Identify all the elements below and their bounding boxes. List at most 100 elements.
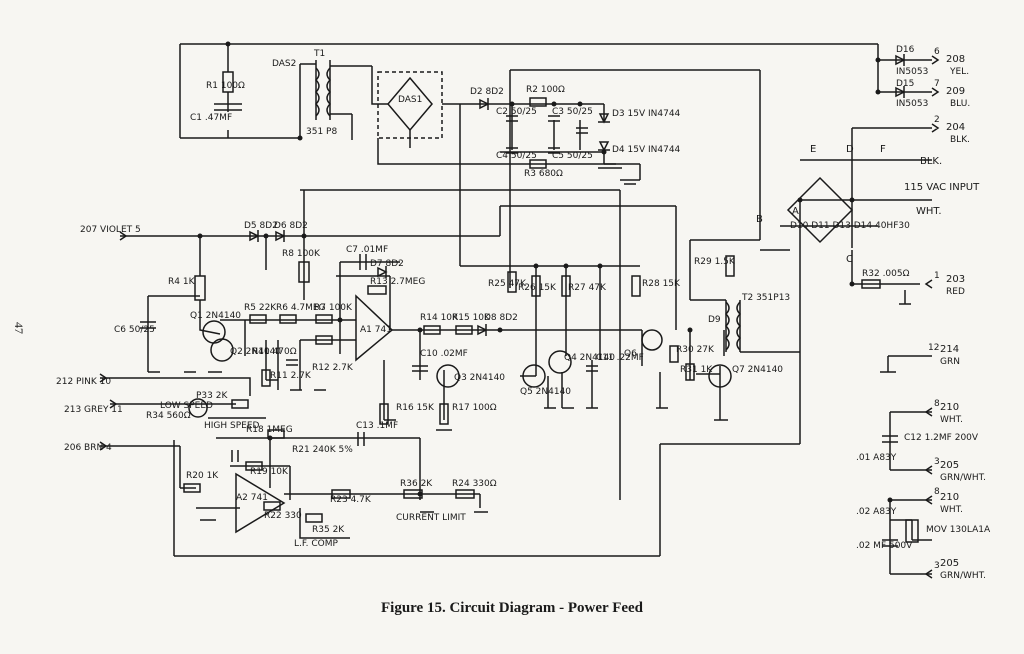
- label-r15: R15 10K: [452, 313, 491, 323]
- label-d15-part: IN5053: [896, 99, 928, 109]
- label-t205b: 205: [940, 558, 959, 569]
- label-a2: A2 741: [236, 493, 268, 503]
- terminal-pins: 6 7 2 1 12 8 3 8 3: [928, 47, 940, 571]
- label-c2: C2 50/25: [496, 107, 537, 117]
- label-c4: C4 50/25: [496, 151, 537, 161]
- label-blk: BLK.: [920, 156, 942, 167]
- label-c7: C7 .01MF: [346, 245, 388, 255]
- label-r22: R22 330: [264, 511, 302, 521]
- label-r1: R1 100Ω: [206, 81, 245, 91]
- label-q3: Q3 2N4140: [454, 373, 505, 383]
- label-q4: Q4 2N4140: [564, 353, 615, 363]
- label-t210b: 210: [940, 492, 959, 503]
- label-d15: D15: [896, 79, 914, 89]
- label-a1: A1 741: [360, 325, 392, 335]
- label-r23: R23 4.7K: [330, 495, 372, 505]
- label-t204: 204: [946, 122, 965, 133]
- junction-markers: A B C D E F: [756, 144, 886, 265]
- label-d3: D3 15V IN4744: [612, 109, 681, 119]
- label-r25: R25 47K: [488, 279, 527, 289]
- label-r8: R8 100K: [282, 249, 321, 259]
- label-r16: R16 15K: [396, 403, 435, 413]
- page-number: 47: [12, 322, 26, 334]
- label-c1: C1 .47MF: [190, 113, 232, 123]
- label-c6: C6 50/25: [114, 325, 155, 335]
- label-t205a-color: GRN/WHT.: [940, 473, 986, 483]
- label-t2: T2 351P13: [741, 293, 790, 303]
- label-torque: L.F. COMP: [294, 539, 338, 549]
- label-q1: Q1 2N4140: [190, 311, 241, 321]
- label-d7: D7 8D2: [370, 259, 404, 269]
- label-r3: R3 680Ω: [524, 169, 563, 179]
- label-t209-color: BLU.: [950, 99, 970, 109]
- label-r30: R30 27K: [676, 345, 715, 355]
- label-r21: R21 240K 5%: [292, 445, 353, 455]
- label-d9: D9: [708, 315, 721, 325]
- label-q6: Q6: [624, 349, 637, 359]
- label-r17: R17 100Ω: [452, 403, 497, 413]
- label-t210a: 210: [940, 402, 959, 413]
- label-d16-part: IN5053: [896, 67, 928, 77]
- label-r26: R26 15K: [518, 283, 557, 293]
- label-t205b-color: GRN/WHT.: [940, 571, 986, 581]
- label-r36: R36 2K: [400, 479, 433, 489]
- label-t214: 214: [940, 344, 959, 355]
- pin-3b: 3: [934, 561, 940, 571]
- label-c5: C5 50/25: [552, 151, 593, 161]
- label-das2: DAS2: [272, 59, 296, 69]
- label-r20: R20 1K: [186, 471, 219, 481]
- label-d8: D8 8D2: [484, 313, 518, 323]
- label-wht: WHT.: [916, 206, 942, 217]
- pin-1: 1: [934, 271, 940, 281]
- label-r4: R4 1K: [168, 277, 196, 287]
- label-t208: 208: [946, 54, 965, 65]
- label-r5: R5 22K: [244, 303, 277, 313]
- label-r2: R2 100Ω: [526, 85, 565, 95]
- label-c10: C10 .02MF: [420, 349, 468, 359]
- label-high-speed: HIGH SPEED: [204, 421, 260, 431]
- label-t210a-color: WHT.: [940, 415, 963, 425]
- label-t208-color: YEL.: [949, 67, 969, 77]
- label-vac: 115 VAC INPUT: [904, 182, 980, 193]
- label-d2: D2 8D2: [470, 87, 504, 97]
- label-r19: R19 10K: [250, 467, 289, 477]
- label-r7: R7 100K: [314, 303, 353, 313]
- label-r34: R34 560Ω: [146, 411, 191, 421]
- label-t209: 209: [946, 86, 965, 97]
- marker-a: A: [792, 206, 799, 217]
- label-d5: D5 8D2: [244, 221, 278, 231]
- label-r35: R35 2K: [312, 525, 345, 535]
- label-q2: Q2 2N4140: [230, 347, 281, 357]
- label-r33: P33 2K: [196, 391, 228, 401]
- pin-12: 12: [928, 343, 939, 353]
- label-r6: R6 4.7MEG: [276, 303, 326, 313]
- label-bridge: D10 D11 D13 D14 40HF30: [790, 221, 910, 231]
- wiring: [100, 43, 932, 575]
- label-t212: 212 PINK 10: [56, 377, 111, 387]
- label-c12: C12 1.2MF 200V: [904, 433, 979, 443]
- label-mov-cap: .02 MF 500V: [856, 541, 913, 551]
- label-t207: 207 VIOLET 5: [80, 225, 141, 235]
- label-t204-color: BLK.: [950, 135, 970, 145]
- label-mov: MOV 130LA1A: [926, 525, 991, 535]
- component-labels: D16 IN5053 208 YEL. D15 IN5053 209 BLU. …: [56, 45, 991, 581]
- label-c11: C11 .22MF: [596, 353, 644, 363]
- components: [99, 54, 940, 579]
- label-q5: Q5 2N4140: [520, 387, 571, 397]
- label-c13: C13 .1MF: [356, 421, 398, 431]
- label-t1-part: 351 P8: [306, 127, 337, 137]
- label-current-limit: CURRENT LIMIT: [396, 513, 466, 523]
- label-r31: R31 1K: [680, 365, 713, 375]
- marker-d: D: [846, 144, 854, 155]
- marker-f: F: [880, 144, 886, 155]
- marker-c: C: [846, 254, 853, 265]
- label-t1: T1: [313, 49, 325, 59]
- label-das1: DAS1: [398, 95, 422, 105]
- marker-b: B: [756, 214, 763, 225]
- junctions: [197, 41, 893, 503]
- figure-caption: Figure 15. Circuit Diagram - Power Feed: [380, 600, 644, 616]
- label-t213: 213 GREY 11: [64, 405, 123, 415]
- label-mov-side: .02 A83Y: [856, 507, 897, 517]
